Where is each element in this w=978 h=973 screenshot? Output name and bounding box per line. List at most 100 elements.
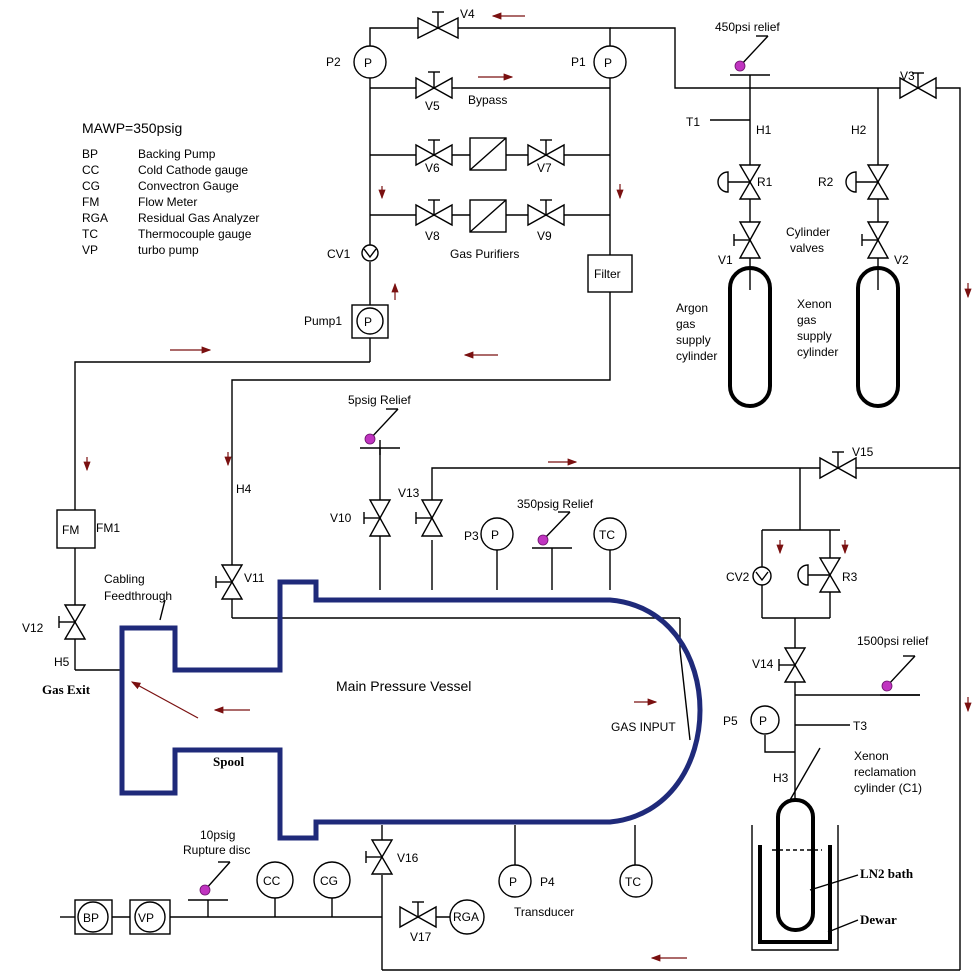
valve-v10 — [363, 499, 392, 537]
valve-v17 — [399, 901, 437, 929]
valve-v9 — [527, 199, 565, 227]
regulator-r2 — [845, 164, 890, 200]
argon-label-line: supply — [676, 333, 711, 347]
xenon-label-line: supply — [797, 329, 832, 343]
label-v1: V1 — [718, 253, 733, 267]
legend-abbr: TC — [82, 227, 98, 241]
legend-desc: Backing Pump — [138, 147, 216, 161]
valve-v7 — [527, 139, 565, 167]
filter-box — [587, 254, 633, 293]
legend-desc: Residual Gas Analyzer — [138, 211, 259, 225]
valve-v5 — [415, 71, 453, 100]
label-v13: V13 — [398, 486, 420, 500]
svg-text:TC: TC — [625, 875, 641, 889]
mawp: MAWP=350psig — [82, 120, 182, 136]
svg-text:P: P — [491, 528, 499, 542]
svg-text:TC: TC — [599, 528, 615, 542]
label-ln2: LN2 bath — [860, 866, 914, 881]
gauge-p5: P — [750, 705, 780, 735]
label-v3: V3 — [900, 69, 915, 83]
legend-desc: Cold Cathode gauge — [138, 163, 248, 177]
dewar — [751, 798, 839, 951]
svg-text:CG: CG — [320, 874, 338, 888]
valve-v14 — [778, 647, 807, 683]
label-relief-1500: 1500psi relief — [857, 634, 929, 648]
label-v10: V10 — [330, 511, 352, 525]
label-p2: P2 — [326, 55, 341, 69]
main-pressure-vessel — [119, 579, 703, 841]
label-p4: P4 — [540, 875, 555, 889]
label-gas-input: GAS INPUT — [611, 720, 676, 734]
svg-text:VP: VP — [138, 911, 154, 925]
label-filter: Filter — [594, 267, 621, 281]
legend-desc: Convectron Gauge — [138, 179, 239, 193]
pump1: P — [351, 304, 389, 339]
label-h1: H1 — [756, 123, 772, 137]
svg-text:FM: FM — [62, 523, 79, 537]
valve-v16 — [365, 839, 394, 875]
relief-5psig — [360, 408, 400, 455]
xenon-reclamation-cylinder — [776, 798, 815, 932]
regulator-r3 — [797, 557, 842, 593]
label-relief-450: 450psi relief — [715, 20, 780, 34]
label-rupture-1: 10psig — [200, 828, 235, 842]
label-r2: R2 — [818, 175, 834, 189]
top-piping — [74, 27, 961, 741]
valve-v13 — [415, 499, 444, 537]
valve-v12 — [58, 604, 87, 640]
flow-arrows — [83, 12, 972, 962]
svg-text:P: P — [364, 56, 372, 70]
label-h2: H2 — [851, 123, 867, 137]
xenon-label-line: cylinder — [797, 345, 838, 359]
valve-v8 — [415, 199, 453, 227]
check-valve-cv2 — [752, 566, 772, 586]
vessel-top-piping — [379, 440, 960, 800]
regulator-r1 — [717, 164, 762, 200]
label-v17: V17 — [410, 930, 432, 944]
label-v12: V12 — [22, 621, 44, 635]
valve-v4 — [417, 11, 459, 40]
legend-abbr: CC — [82, 163, 100, 177]
valve-v6 — [415, 139, 453, 167]
svg-text:P: P — [759, 714, 767, 728]
xenon-label-line: Xenon — [797, 297, 832, 311]
label-cyl-valves-2: valves — [790, 241, 824, 255]
label-fm1: FM1 — [96, 521, 120, 535]
label-h5: H5 — [54, 655, 70, 669]
backing-pump: BP — [74, 899, 113, 935]
label-v7: V7 — [537, 161, 552, 175]
legend-abbr: VP — [82, 243, 98, 257]
gas-purifier-2 — [469, 199, 507, 233]
label-r1: R1 — [757, 175, 773, 189]
argon-label-line: Argon — [676, 301, 708, 315]
pointer-feedthrough — [159, 599, 166, 621]
rga: RGA — [449, 899, 485, 935]
label-cv1: CV1 — [327, 247, 351, 261]
label-v11: V11 — [244, 571, 265, 585]
reclaim-label-line: Xenon — [854, 749, 889, 763]
valve-v15 — [819, 451, 857, 480]
label-v4: V4 — [460, 7, 475, 21]
label-cv2: CV2 — [726, 570, 750, 584]
legend-abbr: FM — [82, 195, 99, 209]
legend-desc: Flow Meter — [138, 195, 197, 209]
label-dewar: Dewar — [860, 912, 897, 927]
svg-text:RGA: RGA — [453, 910, 479, 924]
relief-350psig — [532, 511, 572, 549]
rupture-disc — [188, 861, 231, 901]
label-p5: P5 — [723, 714, 738, 728]
pointer-ln2 — [809, 874, 859, 891]
argon-cylinder — [728, 266, 772, 408]
svg-text:P: P — [509, 875, 517, 889]
label-h3: H3 — [773, 771, 789, 785]
valve-v1 — [733, 221, 762, 259]
gauge-tc-bottom: TC — [619, 864, 653, 898]
xenon-supply-cylinder — [856, 266, 900, 408]
legend-abbr: CG — [82, 179, 100, 193]
label-v8: V8 — [425, 229, 440, 243]
